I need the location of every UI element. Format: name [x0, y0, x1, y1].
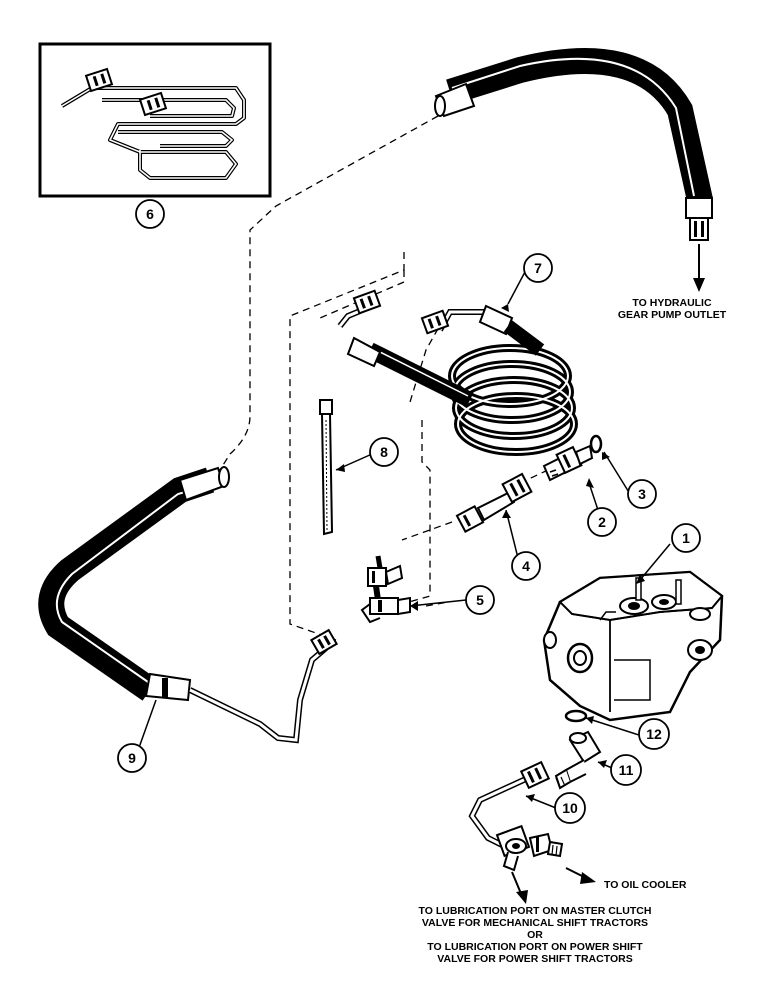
- callout-6: 6: [135, 199, 165, 229]
- callout-3: 3: [627, 479, 657, 509]
- callout-4-text: 4: [522, 558, 530, 574]
- callout-1-text: 1: [682, 530, 690, 546]
- callout-11-text: 11: [619, 762, 634, 778]
- callout-8-text: 8: [380, 444, 388, 460]
- callout-4: 4: [511, 551, 541, 581]
- hose-9-lower-fitting: [144, 672, 192, 702]
- callout-2: 2: [587, 507, 617, 537]
- elbow-part-11: [554, 730, 602, 790]
- hose-9-tube-nut: [309, 628, 339, 656]
- callout-10-text: 10: [562, 800, 578, 816]
- hose-9-upper-fitting: [178, 466, 230, 502]
- tube-10-nut: [519, 760, 551, 790]
- coil-nut-left: [352, 289, 382, 315]
- callout-7-text: 7: [534, 260, 542, 276]
- inset-fitting-nut-2: [138, 91, 168, 117]
- label-lubrication-line-3: OR: [527, 929, 543, 941]
- callout-leader-arrowheads: [336, 304, 645, 802]
- cable-tie-part-8: [319, 399, 334, 536]
- callout-11: 11: [610, 754, 642, 786]
- label-lubrication-line-4: TO LUBRICATION PORT ON POWER SHIFT: [427, 941, 643, 953]
- callout-7: 7: [523, 253, 553, 283]
- callout-8: 8: [369, 437, 399, 467]
- hydraulic-hose: [434, 48, 713, 292]
- valve-block-part-1: [542, 570, 724, 722]
- arrow-to-lubrication: [511, 871, 528, 904]
- label-oil-cooler: TO OIL COOLER: [604, 879, 687, 891]
- label-lubrication-line-1: TO LUBRICATION PORT ON MASTER CLUTCH: [419, 905, 652, 917]
- label-lubrication-line-2: VALVE FOR MECHANICAL SHIFT TRACTORS: [422, 917, 648, 929]
- callout-5: 5: [465, 585, 495, 615]
- label-lubrication-line-5: VALVE FOR POWER SHIFT TRACTORS: [437, 953, 632, 965]
- o-ring-part-12: [564, 709, 588, 723]
- callout-12-text: 12: [646, 726, 662, 742]
- tee-fitting-part-5: [360, 555, 411, 624]
- label-hydraulic-outlet: TO HYDRAULIC GEAR PUMP OUTLET: [618, 297, 727, 321]
- coil-tube-part-7: [337, 289, 578, 456]
- arrow-to-hydraulic: [693, 244, 705, 292]
- o-ring-part-3: [589, 434, 603, 454]
- connector-part-4: [455, 472, 533, 533]
- callout-9-text: 9: [128, 750, 136, 766]
- callout-10: 10: [554, 792, 586, 824]
- callout-1: 1: [671, 523, 701, 553]
- callout-6-text: 6: [146, 206, 154, 222]
- inset-tube-assembly: [38, 42, 272, 198]
- label-lubrication-port: TO LUBRICATION PORT ON MASTER CLUTCH VAL…: [419, 905, 652, 965]
- callout-3-text: 3: [638, 486, 646, 502]
- label-hydraulic-line-2: GEAR PUMP OUTLET: [618, 309, 727, 321]
- fitting-part-2: [542, 444, 594, 482]
- inset-fitting-nut: [84, 67, 114, 93]
- label-hydraulic-line-1: TO HYDRAULIC: [632, 297, 712, 309]
- tube-part-10: [468, 760, 564, 872]
- tube-10-tee: [495, 824, 564, 872]
- hydraulic-hose-end-fitting: [685, 197, 713, 241]
- arrow-to-oil-cooler: [565, 867, 596, 884]
- label-oil-cooler-text: TO OIL COOLER: [604, 879, 687, 891]
- hose-part-9: [38, 466, 339, 744]
- coil-nut-right: [420, 309, 450, 335]
- callout-12: 12: [638, 718, 670, 750]
- callout-5-text: 5: [476, 592, 484, 608]
- callout-2-text: 2: [598, 514, 606, 530]
- callout-9: 9: [117, 743, 147, 773]
